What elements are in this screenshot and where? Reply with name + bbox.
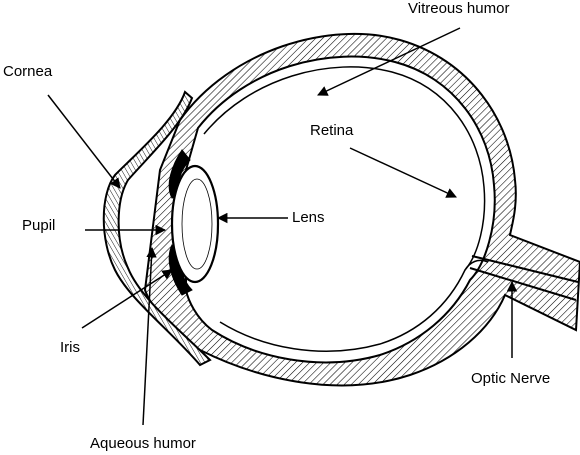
label-optic-nerve: Optic Nerve — [471, 370, 550, 387]
label-aqueous-humor: Aqueous humor — [90, 435, 196, 452]
arrow-retina — [349, 147, 457, 198]
label-iris: Iris — [60, 339, 80, 356]
optic-nerve-shape — [469, 255, 579, 301]
label-lens: Lens — [292, 209, 325, 226]
retina-layer — [203, 66, 486, 352]
arrow-aqueous-humor — [142, 246, 157, 426]
arrow-cornea — [47, 94, 121, 189]
label-pupil: Pupil — [22, 217, 55, 234]
label-cornea: Cornea — [3, 63, 53, 80]
cornea-shape — [102, 90, 212, 367]
lens-shape — [170, 164, 220, 284]
arrow-vitreous-humor — [317, 27, 461, 96]
vitreous-body — [185, 55, 496, 364]
arrow-iris — [81, 269, 173, 329]
label-retina: Retina — [310, 122, 354, 139]
label-vitreous-humor: Vitreous humor — [408, 0, 509, 17]
